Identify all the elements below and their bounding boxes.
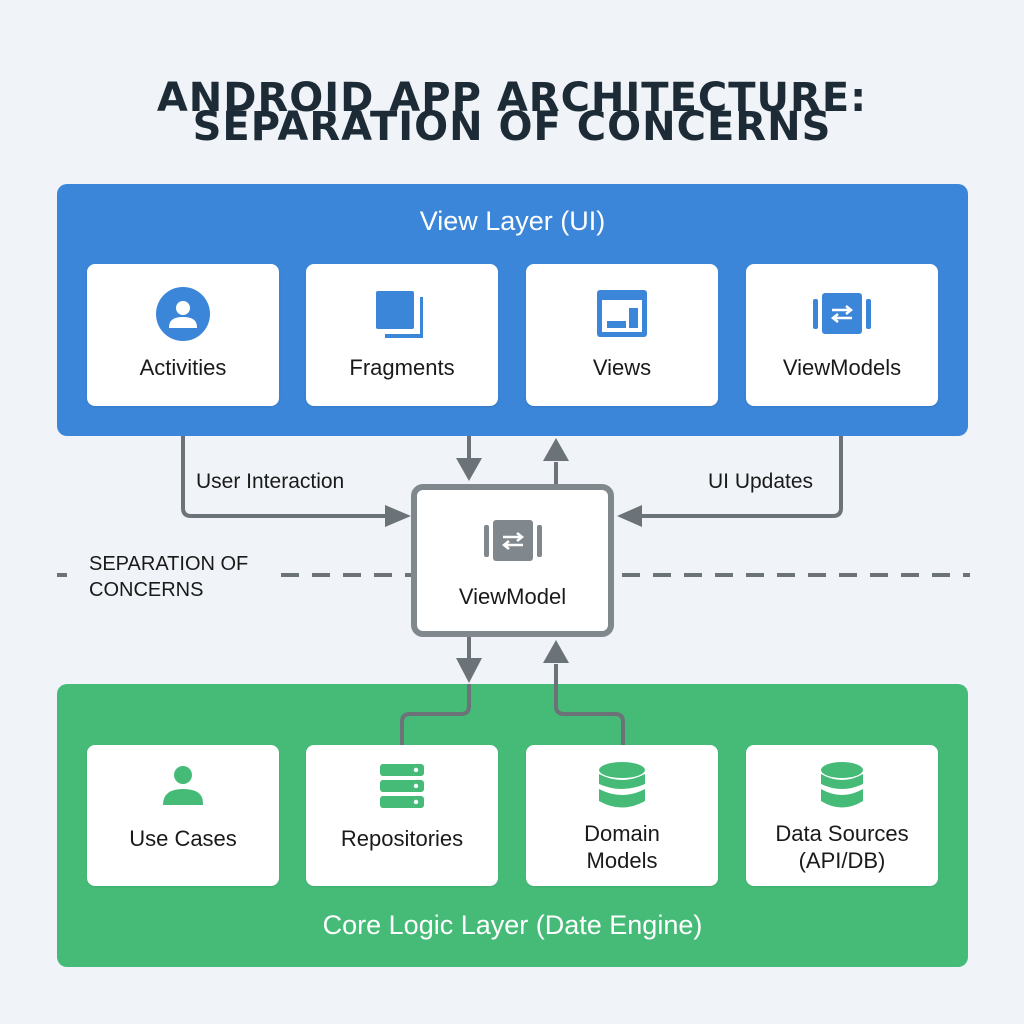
- card-domain-models-label: Domain Models: [526, 820, 718, 874]
- card-views-label: Views: [592, 355, 652, 380]
- card-domain-models-label-line1: Domain: [584, 821, 660, 846]
- arrowhead-view-to-vm: [456, 458, 482, 481]
- card-viewmodels-label: ViewModels: [782, 355, 902, 380]
- user-interaction-label: User Interaction: [196, 470, 345, 493]
- view-layer-label: View Layer (UI): [419, 206, 606, 236]
- separation-of-concerns-label: SEPARATION OF CONCERNS: [89, 551, 248, 603]
- separation-label-line2: CONCERNS: [89, 579, 204, 601]
- card-data-sources-label: Data Sources (API/DB): [746, 820, 938, 874]
- card-data-sources[interactable]: Data Sources (API/DB): [746, 745, 938, 886]
- ui-updates-label: UI Updates: [708, 470, 814, 493]
- card-activities-label: Activities: [139, 355, 227, 380]
- card-views[interactable]: Views: [526, 264, 718, 406]
- stacked-squares-icon: [376, 291, 423, 338]
- card-domain-models-label-line2: Models: [586, 848, 658, 873]
- card-data-sources-label-line1: Data Sources: [775, 821, 909, 846]
- window-layout-icon: [597, 290, 647, 337]
- person-circle-icon: [156, 287, 210, 341]
- page-title-line2: SEPARATION OF CONCERNS: [192, 104, 832, 150]
- card-viewmodels[interactable]: ViewModels: [746, 264, 938, 406]
- card-use-cases[interactable]: Use Cases: [87, 745, 279, 886]
- person-icon: [163, 766, 203, 805]
- card-data-sources-label-line2: (API/DB): [798, 848, 886, 873]
- viewmodel-box[interactable]: ViewModel: [411, 484, 614, 637]
- page-title-line1: ANDROID APP ARCHITECTURE:: [156, 75, 868, 121]
- swap-arrows-icon: [813, 293, 871, 334]
- core-logic-label: Core Logic Layer (Date Engine): [322, 910, 703, 940]
- arrowhead-user-interaction: [385, 505, 411, 527]
- card-repositories[interactable]: Repositories: [306, 745, 498, 886]
- card-domain-models[interactable]: Domain Models: [526, 745, 718, 886]
- swap-arrows-icon: [484, 520, 542, 561]
- separation-label-line1: SEPARATION OF: [89, 553, 249, 575]
- card-fragments-label: Fragments: [349, 355, 455, 380]
- database-icon: [599, 762, 645, 808]
- arrowhead-ui-updates: [617, 505, 642, 527]
- card-use-cases-label: Use Cases: [129, 826, 237, 851]
- arrowhead-vm-to-core: [456, 658, 482, 683]
- card-fragments[interactable]: Fragments: [306, 264, 498, 406]
- arrowhead-vm-to-view: [543, 438, 569, 461]
- viewmodel-label: ViewModel: [458, 584, 567, 609]
- arrowhead-core-to-vm: [543, 640, 569, 663]
- card-activities[interactable]: Activities: [87, 264, 279, 406]
- server-stack-icon: [380, 764, 424, 808]
- card-repositories-label: Repositories: [340, 826, 464, 851]
- database-icon: [821, 762, 863, 808]
